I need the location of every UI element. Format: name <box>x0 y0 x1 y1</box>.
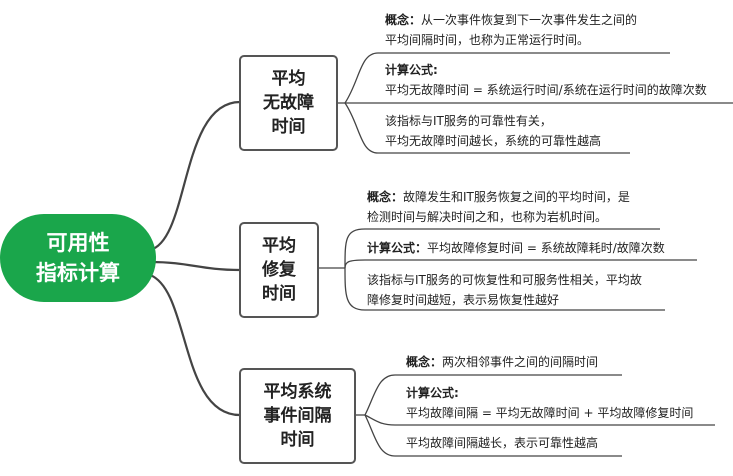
branch-label: 平均 <box>262 236 296 256</box>
leaf-text: 该指标与IT服务的可恢复性和可服务性相关，平均故 <box>367 273 642 287</box>
leaf-text: 该指标与IT服务的可靠性有关， <box>385 114 552 128</box>
branch-label: 修复 <box>262 260 296 280</box>
leaf-formula[interactable]: 计算公式: 平均无故障时间 = 系统运行时间/系统在运行时间的故障次数 <box>385 60 707 100</box>
leaf-line-3-3 <box>364 414 622 457</box>
leaf-text: 两次相邻事件之间的间隔时间 <box>442 355 599 369</box>
branch-label: 时间 <box>271 117 306 137</box>
leaf-label: 计算公式： <box>367 241 428 255</box>
leaf-line-2-1 <box>344 228 660 269</box>
leaf-label: 概念： <box>406 355 443 369</box>
leaf-label: 概念： <box>385 13 422 27</box>
branch-label: 时间 <box>262 284 296 304</box>
leaf-line-1-1 <box>344 52 670 104</box>
leaf-text: 平均故障间隔越长，表示可靠性越高 <box>406 436 599 450</box>
leaf-text: 平均无故障时间 = 系统运行时间/系统在运行时间的故障次数 <box>385 83 707 97</box>
leaf-label: 计算公式: <box>406 386 459 400</box>
leaf-formula[interactable]: 计算公式: 平均故障间隔 = 平均无故障时间 + 平均故障修复时间 <box>406 383 693 423</box>
leaf-text: 平均故障修复时间 = 系统故障耗时/故障次数 <box>427 241 665 255</box>
leaf-text: 障修复时间越短，表示易恢复性越好 <box>367 293 560 307</box>
leaf-line-3-1 <box>364 374 622 416</box>
leaf-text: 从一次事件恢复到下一次事件发生之间的 <box>421 13 638 27</box>
root-label-line1: 可用性 <box>46 231 110 255</box>
branch-label: 平均 <box>271 69 306 89</box>
root-label-line2: 指标计算 <box>36 261 120 285</box>
leaf-text: 平均故障间隔 = 平均无故障时间 + 平均故障修复时间 <box>406 406 694 420</box>
leaf-concept[interactable]: 概念：故障发生和IT服务恢复之间的平均时间，是 检测时间与解决时间之和，也称为岩… <box>367 187 630 227</box>
branch-label: 时间 <box>280 430 315 450</box>
branch-mtbf[interactable]: 平均 无故障 时间 <box>239 55 338 151</box>
root-connector-1 <box>149 100 241 252</box>
leaf-label: 概念： <box>367 190 404 204</box>
leaf-note[interactable]: 该指标与IT服务的可靠性有关， 平均无故障时间越长，系统的可靠性越高 <box>385 111 601 151</box>
leaf-text: 故障发生和IT服务恢复之间的平均时间，是 <box>403 190 630 204</box>
leaf-concept[interactable]: 概念：从一次事件恢复到下一次事件发生之间的 平均间隔时间，也称为正常运行时间。 <box>385 10 637 50</box>
leaf-line-1-3 <box>344 102 630 154</box>
leaf-text: 检测时间与解决时间之和，也称为岩机时间。 <box>367 210 608 224</box>
root-node[interactable]: 可用性 指标计算 <box>0 214 156 302</box>
leaf-note[interactable]: 平均故障间隔越长，表示可靠性越高 <box>406 433 598 453</box>
branch-mttr[interactable]: 平均 修复 时间 <box>239 222 319 318</box>
branch-mtbsi[interactable]: 平均系统 事件间隔 时间 <box>239 368 356 464</box>
branch-label: 平均系统 <box>263 382 332 402</box>
leaf-note[interactable]: 该指标与IT服务的可恢复性和可服务性相关，平均故 障修复时间越短，表示易恢复性越… <box>367 270 642 310</box>
leaf-text: 平均间隔时间，也称为正常运行时间。 <box>385 33 590 47</box>
branch-label: 事件间隔 <box>263 406 332 426</box>
root-connector-3 <box>149 273 241 417</box>
leaf-line-2-2 <box>344 259 697 269</box>
leaf-text: 平均无故障时间越长，系统的可靠性越高 <box>385 134 602 148</box>
leaf-formula[interactable]: 计算公式：平均故障修复时间 = 系统故障耗时/故障次数 <box>367 238 665 258</box>
leaf-line-2-3 <box>344 267 665 311</box>
leaf-concept[interactable]: 概念：两次相邻事件之间的间隔时间 <box>406 352 598 372</box>
branch-label: 无故障 <box>263 93 314 113</box>
leaf-label: 计算公式: <box>385 63 438 77</box>
root-connector-2 <box>149 260 241 272</box>
leaf-line-3-2 <box>364 414 715 426</box>
